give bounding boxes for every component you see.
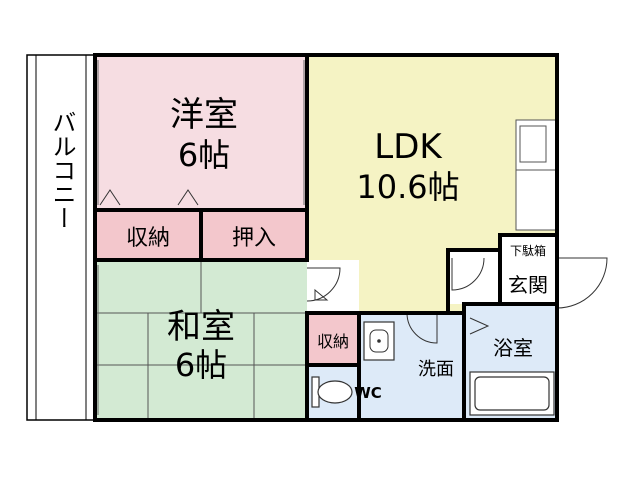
bath-label: 浴室 xyxy=(493,336,533,360)
ldk-name: LDK xyxy=(374,127,443,167)
wc-label: WC xyxy=(354,384,382,402)
bathtub-icon xyxy=(469,371,555,416)
window-frames xyxy=(97,60,305,415)
japanese-room-size: 6帖 xyxy=(175,346,227,384)
hall-floor xyxy=(307,260,359,313)
japanese-room-name: 和室 xyxy=(167,307,235,347)
tatami-grid xyxy=(95,260,307,420)
western-room-size: 6帖 xyxy=(178,136,230,174)
walls xyxy=(93,53,559,422)
small-storage-floor xyxy=(307,313,359,365)
ldk-size: 10.6帖 xyxy=(356,168,459,206)
door-swings xyxy=(99,189,608,344)
washbasin-icon xyxy=(363,321,395,361)
balcony-label: バルコニー xyxy=(48,110,76,230)
washroom-label: 洗面 xyxy=(418,359,454,380)
toilet-icon xyxy=(311,376,353,408)
closet-floor xyxy=(201,210,307,260)
small-storage-label: 収納 xyxy=(317,332,349,351)
western-room-floor xyxy=(95,55,307,210)
kitchen-counter xyxy=(515,119,558,231)
storage-label: 収納 xyxy=(126,226,170,251)
shoe-box-label: 下駄箱 xyxy=(510,243,546,258)
balcony-area xyxy=(26,54,96,421)
western-room-name: 洋室 xyxy=(170,95,238,135)
storage-floor xyxy=(95,210,201,260)
entrance-label: 玄関 xyxy=(508,273,548,297)
entrance-floor xyxy=(448,250,500,304)
closet-label: 押入 xyxy=(232,226,276,251)
shoe-box-floor xyxy=(500,235,557,304)
